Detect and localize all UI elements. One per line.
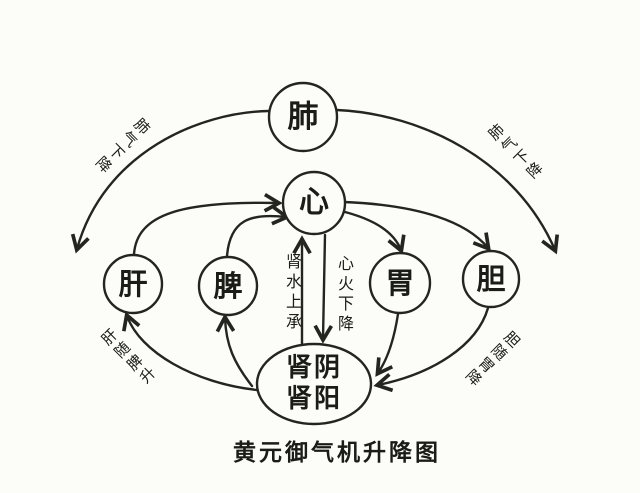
node-kidney-ellipse [255,342,373,426]
node-stomach-circle [368,251,432,315]
edge-label-heart-fire-descends: 心火下降 [335,255,354,335]
edge-kidney-to-spleen [215,313,254,388]
node-heart-label: 心 [299,185,329,220]
node-gallbladder-label: 胆 [476,261,506,296]
edge-gallbladder-to-kidney [373,306,490,393]
node-kidney-label-line2: 肾阳 [285,384,342,414]
node-spleen-label: 脾 [213,268,243,303]
diagram-caption: 黄元御气机升降图 [233,439,441,466]
edge-lung-left-descend [70,109,271,254]
edge-heart-fire-down [313,233,333,344]
edge-stomach-to-kidney [375,312,400,377]
edge-lung-right-descend [335,108,560,255]
node-lung-label: 肺 [287,98,319,135]
edge-label-kidney-water-ascends: 肾水上承 [283,253,302,333]
edge-heart-to-gallbladder [342,200,491,252]
edge-heart-to-stomach [339,209,406,255]
node-lung-circle [267,81,339,153]
edge-spleen-to-heart [225,205,291,258]
edge-kidney-to-liver [122,311,259,392]
node-gallbladder-circle [461,249,521,309]
node-liver-circle [102,253,164,315]
node-spleen-circle [197,255,259,317]
edge-liver-to-heart [132,192,283,256]
node-stomach-label: 胃 [385,265,415,300]
node-liver-label: 肝 [118,266,148,301]
node-heart-circle [281,170,347,236]
node-kidney-label-line1: 肾阴 [285,352,342,383]
